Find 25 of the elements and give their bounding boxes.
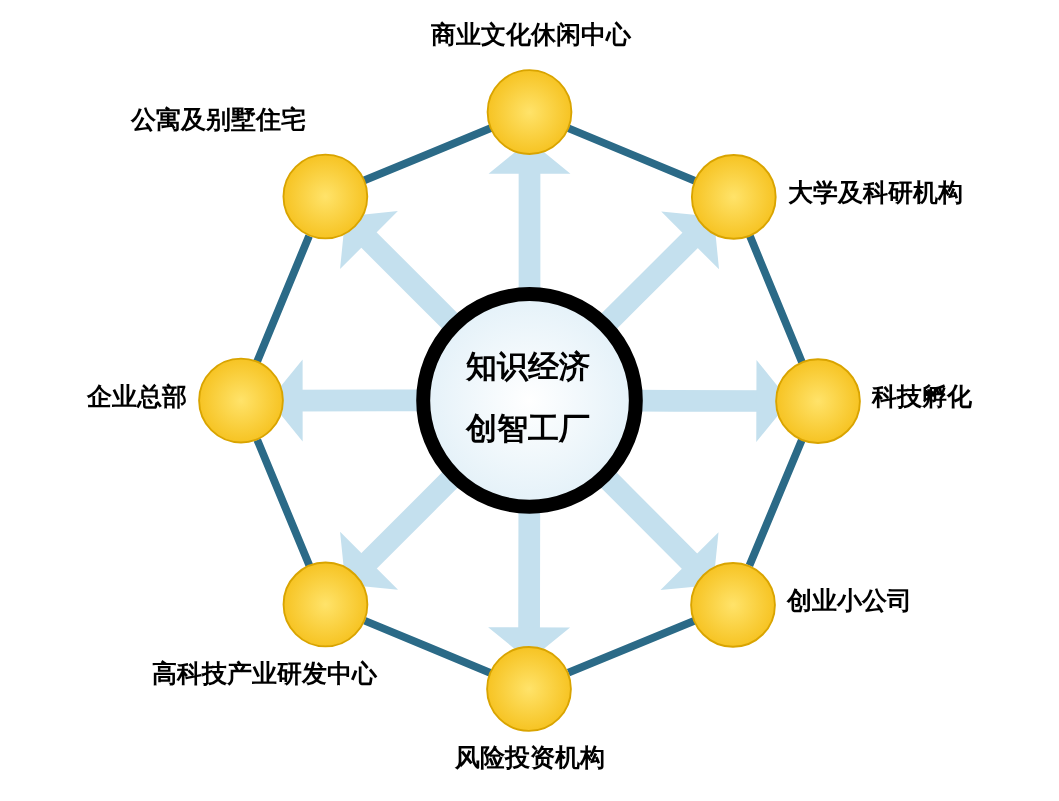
node-circle <box>282 561 369 648</box>
node-circle <box>775 358 861 444</box>
node-circle <box>486 646 572 732</box>
connector <box>363 617 492 677</box>
node-circle <box>690 154 777 240</box>
connector <box>566 124 697 185</box>
connector <box>253 234 313 364</box>
node-label: 商业文化休闲中心 <box>430 20 631 50</box>
node-circle <box>198 357 284 444</box>
node-circle: 知识经济 创智工厂 <box>416 287 643 514</box>
connector <box>746 234 806 364</box>
connector <box>362 124 493 185</box>
connector <box>566 617 696 677</box>
connector <box>253 438 313 568</box>
node-label: 公寓及别墅住宅 <box>131 104 307 134</box>
node-label: 企业总部 <box>87 381 188 411</box>
node-circle <box>486 69 573 155</box>
node-label: 科技孵化 <box>872 382 973 412</box>
node-label: 大学及科研机构 <box>788 178 964 208</box>
connector <box>745 438 806 568</box>
node-circle <box>690 562 776 648</box>
node-label: 风险投资机构 <box>455 743 606 773</box>
node-label: 创业小公司 <box>787 586 913 616</box>
node-circle <box>282 153 369 240</box>
node-label: 高科技产业研发中心 <box>151 658 377 688</box>
